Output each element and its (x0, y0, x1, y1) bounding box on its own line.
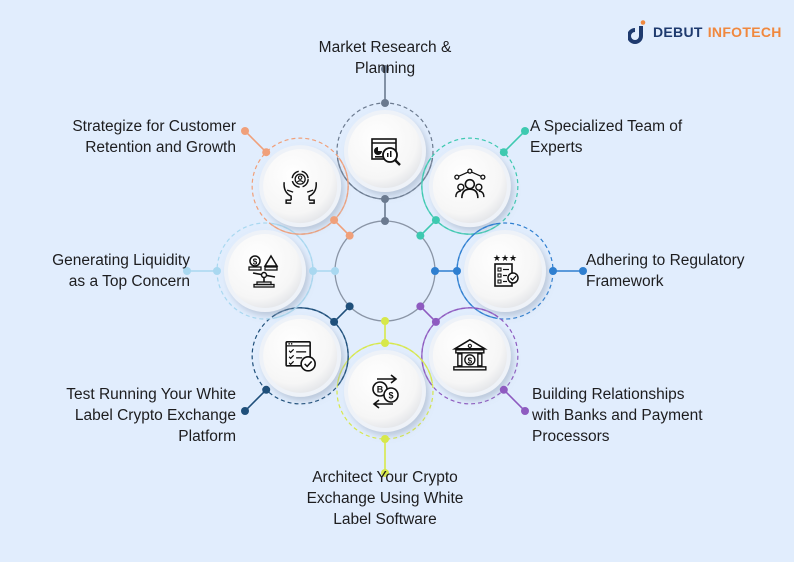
step-node-architect: B$ (336, 342, 434, 440)
checklist-approved-icon (285, 341, 316, 372)
connector-dot (416, 302, 425, 311)
leader-line (244, 389, 267, 412)
brand-name-primary: DEBUT (653, 24, 703, 40)
svg-text:$: $ (253, 258, 258, 267)
step-label-liquidity: Generating Liquidity as a Top Concern (52, 252, 190, 290)
connector-dot (345, 302, 354, 311)
analytics-magnifier-icon (371, 138, 401, 166)
connector-dot (381, 469, 389, 477)
connector-dot (213, 267, 221, 275)
step-node-market-research (336, 102, 434, 200)
connector-dot (416, 231, 425, 240)
connector-dot (521, 126, 530, 135)
connector-dot (262, 148, 271, 157)
step-label-banks: Building Relationships with Banks and Pa… (532, 386, 703, 445)
node-face (263, 149, 338, 224)
node-face (228, 234, 302, 308)
connector-dot (331, 267, 339, 275)
step-node-test-running (251, 307, 349, 405)
step-label-architect: Architect Your Crypto Exchange Using Whi… (306, 469, 464, 528)
leader-line (244, 130, 267, 153)
connector-dot (431, 317, 440, 326)
connector-dot (330, 216, 339, 225)
connector-dot (521, 407, 530, 416)
svg-text:★★★: ★★★ (493, 253, 517, 263)
connector-dot (431, 267, 439, 275)
connector-dot (381, 317, 389, 325)
balance-scale-icon: $ (248, 254, 279, 288)
step-node-liquidity: $ (216, 222, 314, 320)
svg-text:B: B (377, 385, 384, 395)
connector-dot (499, 385, 508, 394)
step-label-specialized-team: A Specialized Team of Experts (530, 118, 683, 156)
bank-icon: $ (451, 338, 488, 371)
crypto-exchange-icon: B$ (372, 374, 399, 409)
connector-dot (381, 65, 389, 73)
customer-care-hands-icon (283, 170, 318, 204)
connector-dot (381, 435, 389, 443)
connector-dot (499, 148, 508, 157)
step-label-retention: Strategize for Customer Retention and Gr… (72, 118, 236, 156)
svg-text:$: $ (388, 391, 393, 401)
step-label-regulatory: Adhering to Regulatory Framework (586, 252, 745, 290)
step-node-banks: $ (421, 307, 519, 405)
leader-line (503, 389, 526, 412)
connector-dot (453, 267, 461, 275)
connector-dot (240, 407, 249, 416)
connector-dot (579, 267, 587, 275)
connector-dot (309, 267, 317, 275)
step-node-retention (251, 137, 349, 235)
connector-dot (381, 195, 389, 203)
connector-dot (381, 217, 389, 225)
connector-dot (549, 267, 557, 275)
logo-mark-icon (628, 20, 646, 44)
step-label-test-running: Test Running Your White Label Crypto Exc… (66, 386, 236, 445)
step-node-regulatory: ★★★ (456, 222, 554, 320)
connector-dot (381, 339, 389, 347)
svg-text:$: $ (468, 356, 473, 365)
brand-name-accent: INFOTECH (707, 24, 782, 40)
step-label-market-research: Market Research & Planning (318, 39, 452, 77)
node-face (468, 234, 542, 308)
leader-line (503, 130, 526, 153)
brand-logo: DEBUT INFOTECH (628, 20, 782, 44)
connector-dot (431, 216, 440, 225)
team-network-icon (454, 168, 486, 199)
connector-dot (240, 126, 249, 135)
connector-dot (345, 231, 354, 240)
connector-dot (262, 385, 271, 394)
node-face (432, 149, 507, 224)
node-face (263, 318, 338, 393)
connector-dot (330, 317, 339, 326)
connector-dot (183, 267, 191, 275)
connector-dot (381, 99, 389, 107)
checklist-stars-icon: ★★★ (493, 253, 519, 287)
node-face (432, 318, 507, 393)
